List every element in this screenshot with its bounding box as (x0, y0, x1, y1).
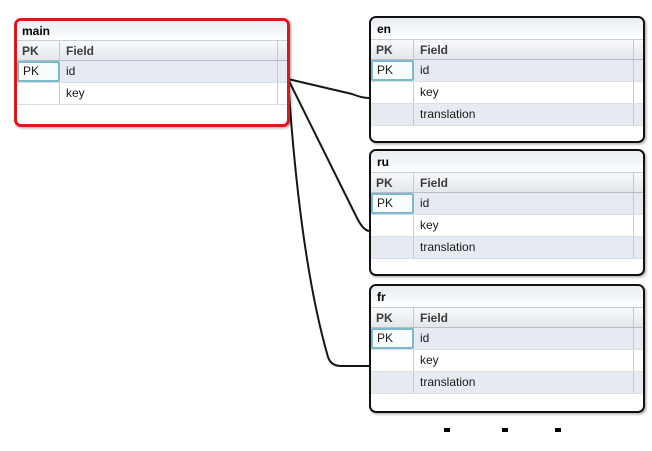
relationship-line-main-en[interactable] (287, 78, 370, 99)
selection-handle[interactable] (502, 428, 508, 432)
pk-cell-selected[interactable]: PK (371, 328, 414, 349)
table-fr-row-id[interactable]: PK id (371, 328, 643, 350)
table-main-row-id[interactable]: PK id (17, 61, 287, 83)
row-end-spacer (634, 82, 643, 103)
field-cell[interactable]: key (414, 350, 634, 371)
pk-cell[interactable] (371, 237, 414, 258)
row-end-spacer (634, 372, 643, 393)
table-fr-row-translation[interactable]: translation (371, 372, 643, 394)
table-en-row-id[interactable]: PK id (371, 60, 643, 82)
table-en-title: en (371, 18, 643, 39)
row-end-spacer (634, 215, 643, 236)
table-en[interactable]: en PK Field PK id key translation (369, 16, 645, 143)
row-end-spacer (634, 237, 643, 258)
pk-cell[interactable] (371, 350, 414, 371)
row-end-spacer (634, 350, 643, 371)
column-header-field: Field (414, 308, 634, 327)
table-ru-row-key[interactable]: key (371, 215, 643, 237)
column-header-pk: PK (17, 41, 60, 60)
column-header-end-spacer (634, 173, 643, 192)
column-header-pk: PK (371, 308, 414, 327)
table-ru-row-id[interactable]: PK id (371, 193, 643, 215)
field-cell[interactable]: key (414, 82, 634, 103)
pk-cell[interactable] (371, 372, 414, 393)
table-main-row-key[interactable]: key (17, 83, 287, 105)
field-cell[interactable]: id (414, 193, 634, 214)
row-end-spacer (278, 61, 287, 82)
row-end-spacer (278, 83, 287, 104)
selection-handle[interactable] (444, 428, 450, 432)
row-end-spacer (634, 60, 643, 81)
table-ru-header-row: PK Field (371, 172, 643, 193)
field-cell[interactable]: translation (414, 237, 634, 258)
table-fr-row-key[interactable]: key (371, 350, 643, 372)
table-ru[interactable]: ru PK Field PK id key translation (369, 149, 645, 276)
column-header-field: Field (60, 41, 278, 60)
column-header-pk: PK (371, 40, 414, 59)
table-main-title: main (17, 21, 287, 40)
selection-handle[interactable] (555, 428, 561, 432)
field-cell[interactable]: id (414, 328, 634, 349)
pk-cell[interactable] (371, 82, 414, 103)
table-main-header-row: PK Field (17, 40, 287, 61)
row-end-spacer (634, 193, 643, 214)
field-cell[interactable]: id (414, 60, 634, 81)
field-cell[interactable]: translation (414, 104, 634, 125)
pk-cell-selected[interactable]: PK (371, 60, 414, 81)
column-header-end-spacer (278, 41, 287, 60)
row-end-spacer (634, 328, 643, 349)
field-cell[interactable]: key (414, 215, 634, 236)
relationship-line-main-fr[interactable] (287, 78, 369, 367)
pk-cell[interactable] (17, 83, 60, 104)
row-end-spacer (634, 104, 643, 125)
column-header-end-spacer (634, 308, 643, 327)
table-ru-row-translation[interactable]: translation (371, 237, 643, 259)
table-main[interactable]: main PK Field PK id key (14, 18, 290, 127)
pk-cell[interactable] (371, 215, 414, 236)
field-cell[interactable]: key (60, 83, 278, 104)
column-header-field: Field (414, 40, 634, 59)
table-en-header-row: PK Field (371, 39, 643, 60)
relationship-line-main-ru[interactable] (287, 78, 370, 232)
table-fr[interactable]: fr PK Field PK id key translation (369, 284, 645, 413)
table-en-row-key[interactable]: key (371, 82, 643, 104)
table-fr-title: fr (371, 286, 643, 307)
field-cell[interactable]: id (60, 61, 278, 82)
field-cell[interactable]: translation (414, 372, 634, 393)
pk-cell[interactable] (371, 104, 414, 125)
table-en-row-translation[interactable]: translation (371, 104, 643, 126)
column-header-field: Field (414, 173, 634, 192)
pk-cell-selected[interactable]: PK (371, 193, 414, 214)
pk-cell-selected[interactable]: PK (17, 61, 60, 82)
column-header-pk: PK (371, 173, 414, 192)
table-fr-header-row: PK Field (371, 307, 643, 328)
column-header-end-spacer (634, 40, 643, 59)
table-ru-title: ru (371, 151, 643, 172)
